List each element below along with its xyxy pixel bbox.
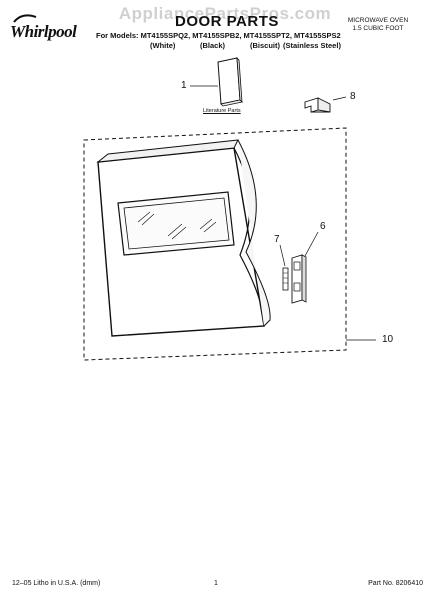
watermark: AppliancePartsPros.com [118,4,332,23]
product-capacity: 1.5 CUBIC FOOT [352,25,404,32]
models-line: For Models: MT4155SPQ2, MT4155SPB2, MT41… [96,31,341,40]
literature-booklet [217,56,243,107]
leader-line-8 [332,96,347,101]
latch-spring [282,267,289,291]
latch-hook [291,254,307,304]
literature-parts-label: Literature Parts [203,108,241,114]
bracket-part [304,97,331,113]
callout-10: 10 [382,334,394,345]
leader-line-6 [304,231,319,257]
callout-1: 1 [181,80,187,91]
color-white: (White) [150,41,176,50]
door-assembly-outline [83,127,347,361]
callout-8: 8 [350,91,356,102]
product-type: MICROWAVE OVEN [347,17,409,24]
page-title: DOOR PARTS [175,13,279,30]
whirlpool-swoosh-icon [13,14,37,23]
leader-line-7 [279,244,286,267]
callout-6: 6 [320,221,326,232]
door-panel [96,139,271,337]
brand-logo: Whirlpool [10,22,77,41]
color-biscuit: (Biscuit) [250,41,280,50]
footer-page-number: 1 [214,580,218,587]
color-stainless: (Stainless Steel) [283,41,341,50]
color-black: (Black) [200,41,226,50]
callout-7: 7 [274,234,280,245]
footer-litho: 12–05 Litho in U.S.A. (dmm) [12,580,101,587]
footer-part-number: Part No. 8206410 [368,580,423,587]
